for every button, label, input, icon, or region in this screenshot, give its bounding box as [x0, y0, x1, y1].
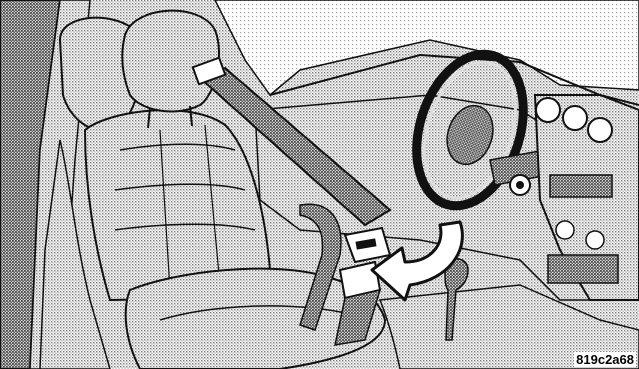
- knob-icon-2: [586, 231, 604, 249]
- gauge-icon-2: [563, 106, 587, 130]
- knob-icon: [556, 221, 574, 239]
- gauge-icon-3: [588, 118, 612, 142]
- radio-display: [550, 175, 612, 197]
- figure-reference-code: 819c2a68: [574, 352, 636, 367]
- gauge-icon: [536, 98, 560, 122]
- front-headrest: [122, 11, 219, 112]
- vent: [548, 255, 618, 283]
